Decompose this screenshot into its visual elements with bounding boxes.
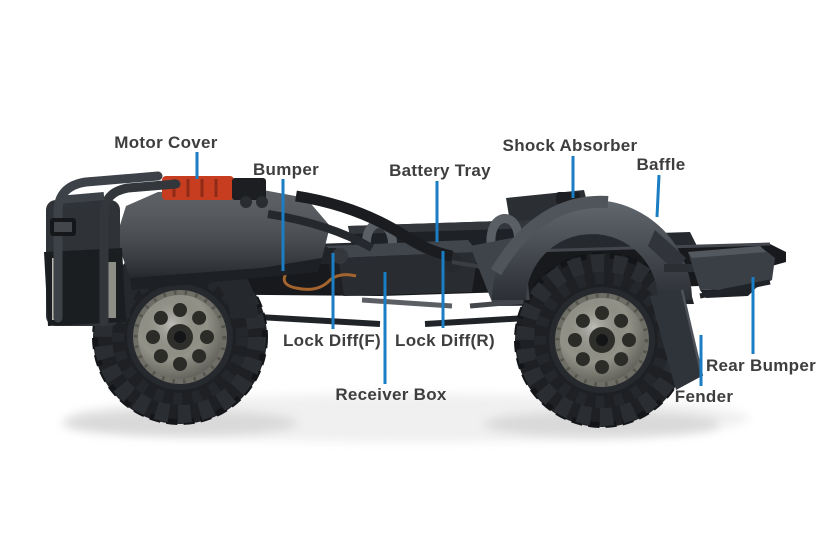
label-fender: Fender <box>674 387 734 406</box>
hood <box>116 188 330 290</box>
label-battery-tray: Battery Tray <box>389 161 491 180</box>
label-lock-diff-front: Lock Diff(F) <box>282 331 382 350</box>
front-wheel <box>92 249 268 425</box>
leader-lines <box>195 152 755 386</box>
front-bumper-bullbar <box>44 171 181 327</box>
baffle-panel <box>470 195 692 302</box>
label-bumper: Bumper <box>252 160 320 179</box>
fender-flap <box>650 289 704 390</box>
cage-tube <box>267 190 454 262</box>
label-motor-cover: Motor Cover <box>114 133 218 152</box>
label-shock-absorber: Shock Absorber <box>502 136 638 155</box>
label-lock-diff-rear: Lock Diff(R) <box>395 331 495 350</box>
label-receiver-box: Receiver Box <box>335 385 447 404</box>
label-rear-bumper: Rear Bumper <box>705 356 817 375</box>
baffle-line <box>655 174 661 218</box>
label-baffle: Baffle <box>636 155 686 174</box>
suspension-links <box>239 297 561 327</box>
